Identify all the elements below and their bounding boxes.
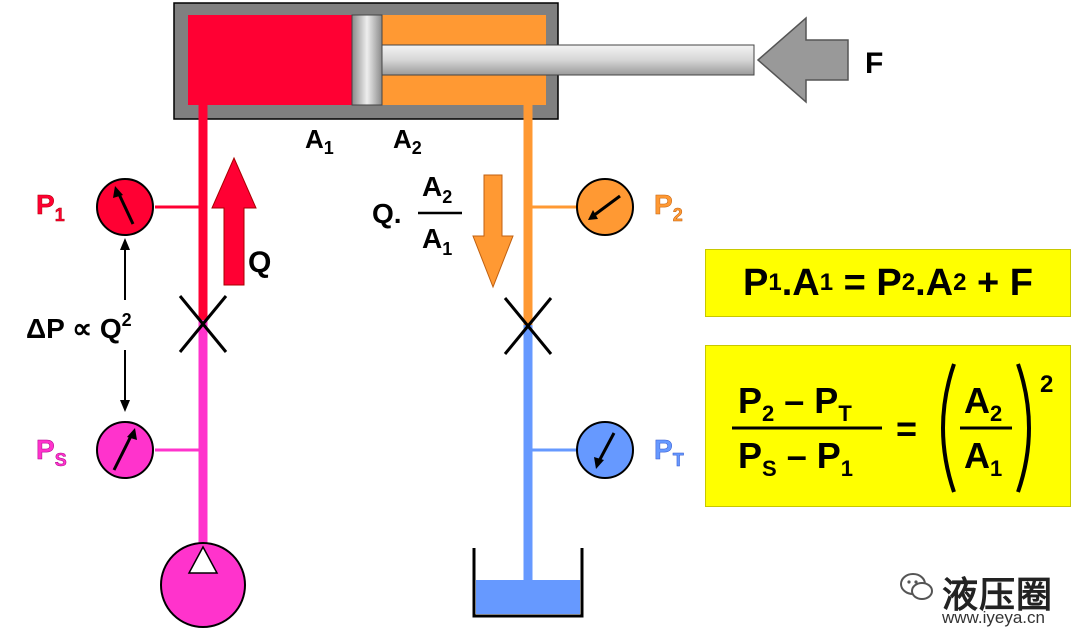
return-flow-denominator: A1 — [422, 223, 452, 259]
area-1-label: A1 — [305, 124, 334, 158]
wechat-icon — [900, 573, 933, 600]
pressure-ratio-formula: P2 – PT PS – P1 = A2 A1 2 — [732, 363, 1053, 493]
pt-label: PT — [654, 434, 684, 470]
gauge-p2 — [576, 178, 634, 236]
eq2-left-paren — [941, 363, 956, 493]
area-2-label: A2 — [393, 124, 422, 158]
p2-label: P2 — [654, 189, 683, 225]
force-label: F — [865, 47, 883, 80]
meter-in-orifice-b — [178, 295, 228, 353]
flow-arrow-down — [472, 174, 514, 289]
cap-side-chamber — [188, 15, 354, 105]
watermark: 液压圈 www.iyeya.cn — [900, 566, 1078, 630]
gauge-p1 — [96, 178, 154, 236]
tank — [472, 548, 584, 618]
eq2-exponent: 2 — [1040, 371, 1053, 398]
pump — [160, 542, 246, 628]
flow-label: Q — [248, 246, 271, 279]
piston — [351, 14, 383, 106]
dp-arrowhead-down — [120, 400, 130, 412]
gauge-ps — [96, 421, 154, 479]
eq2-numerator: P2 – PT — [738, 380, 852, 426]
eq2-denominator: PS – P1 — [738, 435, 853, 481]
watermark-url: www.iyeya.cn — [942, 608, 1045, 627]
flow-arrow-up — [211, 156, 257, 286]
watermark-brand: 液压圈 — [942, 575, 1054, 616]
ps-label: PS — [36, 434, 67, 470]
eq2-equals: = — [896, 408, 917, 449]
return-flow-prefix: Q. — [372, 198, 402, 229]
meter-out-orifice-b — [503, 297, 553, 355]
p1-label: P1 — [36, 189, 65, 225]
eq2-right-paren — [1016, 363, 1031, 493]
pump-triangle-icon — [187, 545, 219, 574]
dp-relation-label: ΔP ∝ Q2 — [26, 310, 132, 344]
piston-rod — [381, 44, 755, 76]
force-arrow — [756, 16, 849, 104]
pressure-ratio-equation: P2 – PT PS – P1 = A2 A1 2 — [705, 345, 1071, 507]
dp-arrowhead-up — [120, 238, 130, 250]
eq2-area-denominator: A1 — [964, 435, 1002, 481]
return-flow-numerator: A2 — [422, 171, 452, 207]
gauge-pt — [576, 421, 634, 479]
eq2-area-numerator: A2 — [964, 380, 1002, 426]
tank-fluid — [476, 580, 580, 614]
